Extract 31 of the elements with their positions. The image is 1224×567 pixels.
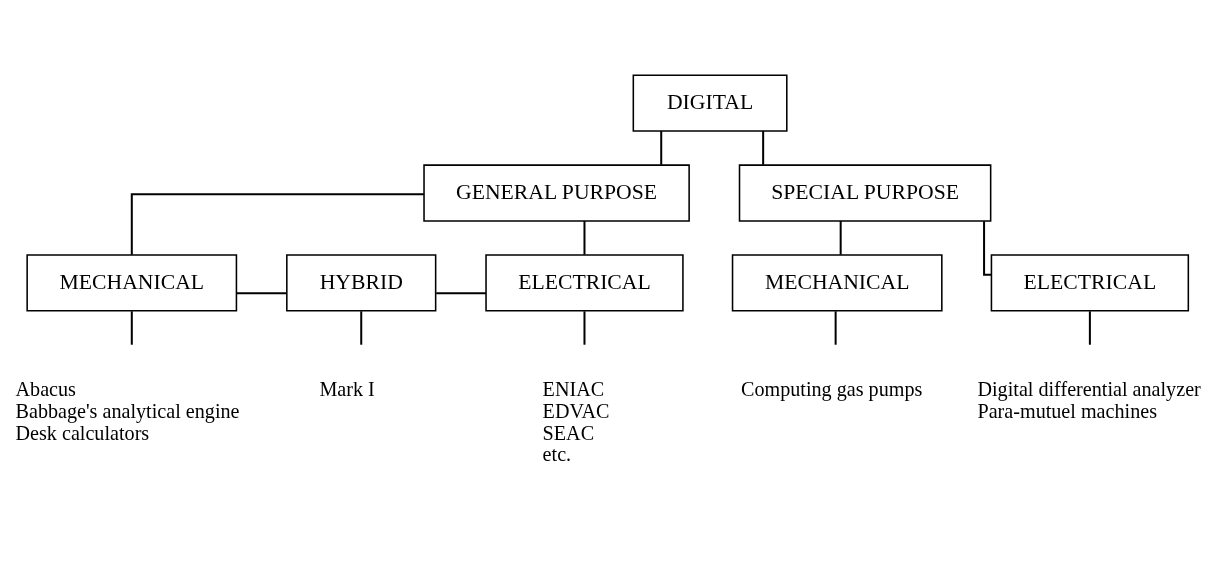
- node-label: Digital differential analyzer: [977, 378, 1201, 401]
- connector: [583, 311, 586, 345]
- node-label: ENIAC: [542, 378, 605, 401]
- connector: [436, 292, 486, 295]
- connector: [839, 221, 842, 255]
- node-box: HYBRID: [286, 254, 437, 312]
- node-label: Computing gas pumps: [741, 378, 923, 401]
- connector: [983, 221, 991, 276]
- node-box: DIGITAL: [632, 74, 788, 132]
- connector: [236, 292, 287, 295]
- node-label: Abacus: [15, 378, 76, 401]
- connector: [660, 131, 663, 165]
- connector: [130, 311, 133, 345]
- node-box: ELECTRICAL: [990, 254, 1190, 312]
- node-box: MECHANICAL: [26, 254, 238, 312]
- connector: [360, 311, 363, 345]
- node-box: MECHANICAL: [731, 254, 943, 312]
- connector: [834, 311, 837, 345]
- node-label: etc.: [542, 443, 572, 466]
- node-box: ELECTRICAL: [485, 254, 684, 312]
- node-label: Mark I: [319, 378, 375, 401]
- node-box: SPECIAL PURPOSE: [738, 164, 992, 222]
- node-label: Para-mutuel machines: [977, 400, 1158, 422]
- node-box: GENERAL PURPOSE: [423, 164, 690, 222]
- node-label: EDVAC: [542, 400, 610, 422]
- connector: [583, 221, 586, 255]
- connector: [762, 131, 765, 165]
- connector: [130, 193, 424, 255]
- node-label: Babbage's analytical engine: [15, 400, 240, 422]
- connector: [1088, 311, 1091, 345]
- node-label: SEAC: [542, 421, 595, 444]
